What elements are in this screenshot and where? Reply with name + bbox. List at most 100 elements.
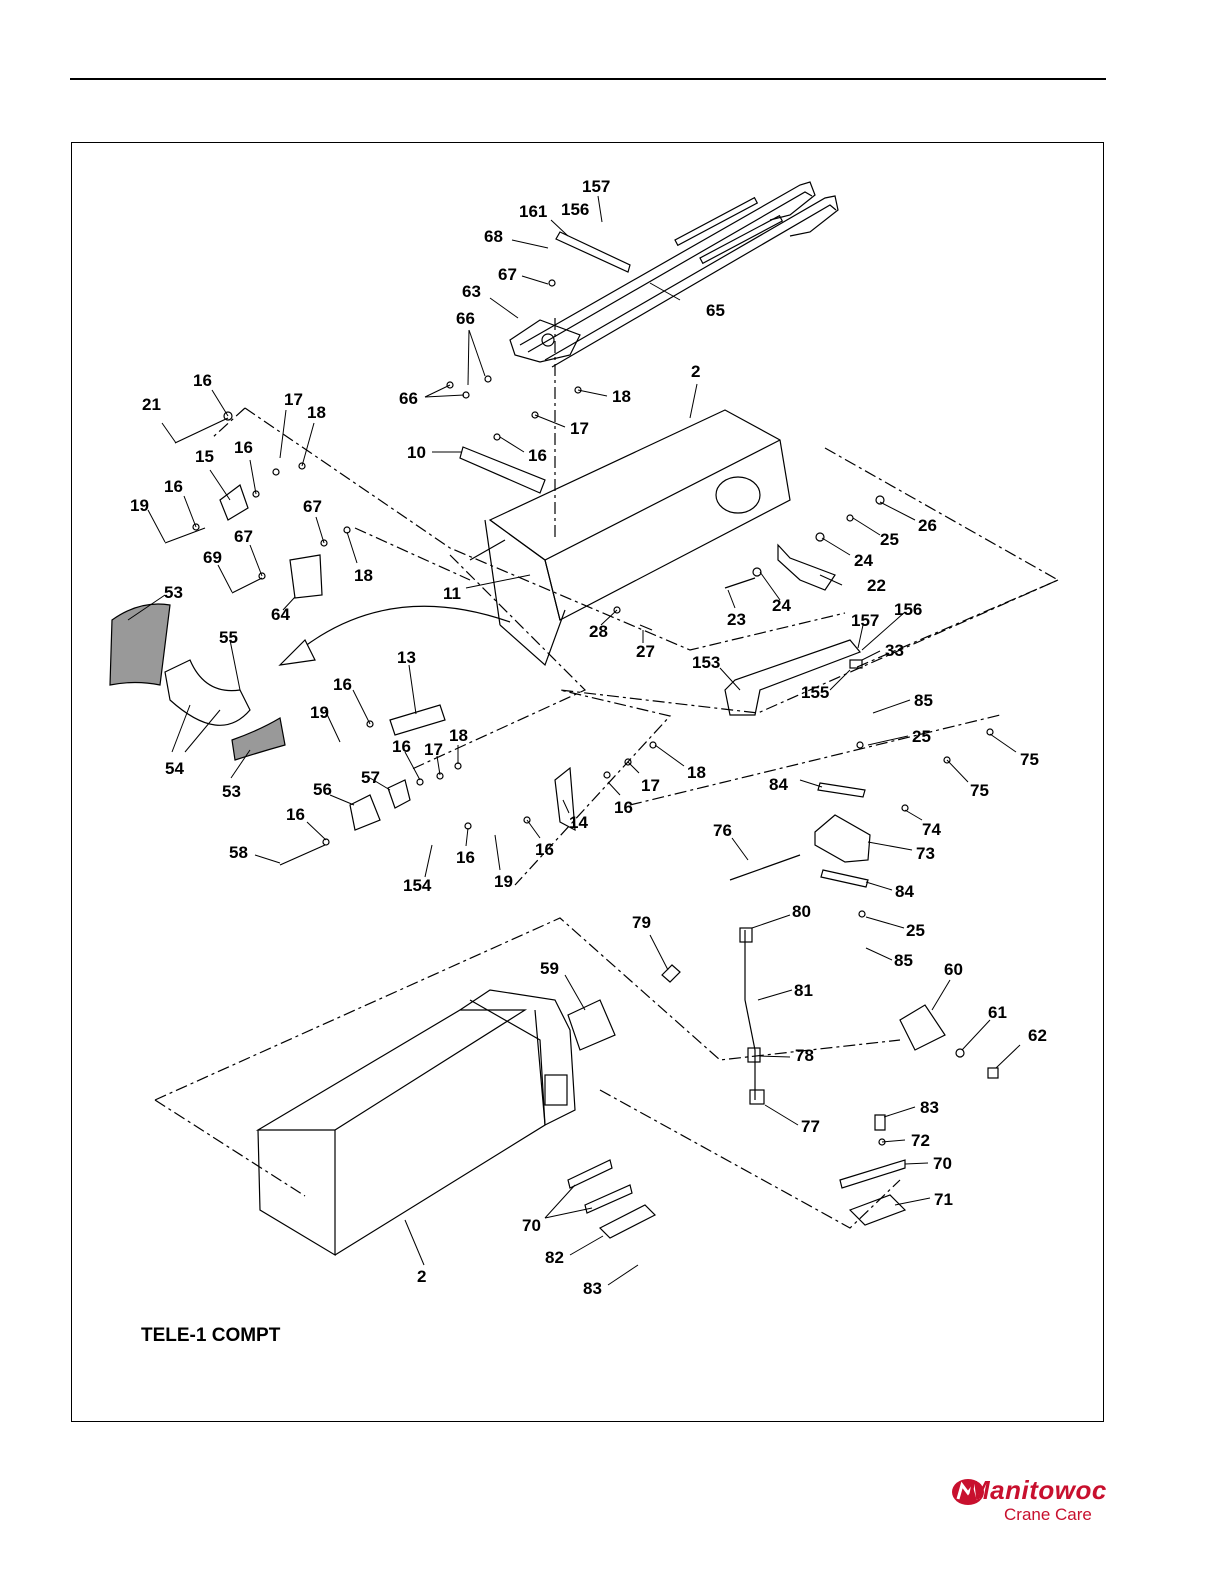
callout-17: 17 (570, 419, 589, 438)
callout-2: 2 (417, 1267, 426, 1286)
callout-85: 85 (894, 951, 913, 970)
callout-25: 25 (880, 530, 899, 549)
guide-lines (154, 318, 1060, 1229)
callout-75: 75 (1020, 750, 1039, 769)
callout-67: 67 (498, 265, 517, 284)
callout-18: 18 (307, 403, 326, 422)
callout-153: 153 (692, 653, 720, 672)
direction-arrow (299, 605, 511, 651)
logo-brand: Manitowoc (968, 1475, 1107, 1505)
manitowoc-logo: Manitowoc Crane Care (950, 1473, 1110, 1533)
callout-18: 18 (687, 763, 706, 782)
callout-2: 2 (691, 362, 700, 381)
callout-68: 68 (484, 227, 503, 246)
tube-59 (567, 999, 616, 1051)
shim-84-upper (817, 782, 866, 798)
callout-69: 69 (203, 548, 222, 567)
callout-14: 14 (569, 813, 588, 832)
callout-66: 66 (456, 309, 475, 328)
wire-ropes (519, 181, 839, 368)
callout-57: 57 (361, 768, 380, 787)
callout-155: 155 (801, 683, 829, 702)
callout-84: 84 (895, 882, 914, 901)
callout-24: 24 (854, 551, 873, 570)
boom-section-upper (469, 409, 791, 667)
callout-67: 67 (303, 497, 322, 516)
callout-25: 25 (912, 727, 931, 746)
callout-55: 55 (219, 628, 238, 647)
callout-54: 54 (165, 759, 184, 778)
anchor-plate (509, 319, 581, 363)
callout-61: 61 (988, 1003, 1007, 1022)
callout-17: 17 (424, 740, 443, 759)
callout-157: 157 (851, 611, 879, 630)
callout-19: 19 (130, 496, 149, 515)
callout-11: 11 (443, 584, 461, 603)
callout-53: 53 (164, 583, 183, 602)
callout-18: 18 (449, 726, 468, 745)
bracket-22 (777, 543, 836, 591)
block-57 (387, 779, 411, 809)
plate-60 (899, 1004, 946, 1051)
callout-16: 16 (614, 798, 633, 817)
block-73 (814, 814, 871, 863)
boom-section-lower (255, 989, 576, 1257)
callout-16: 16 (535, 840, 554, 859)
callout-16: 16 (286, 805, 305, 824)
pad-82 (598, 1204, 657, 1239)
callout-157: 157 (582, 177, 610, 196)
callout-60: 60 (944, 960, 963, 979)
plate-64 (289, 554, 323, 599)
callout-64: 64 (271, 605, 290, 624)
callout-10: 10 (407, 443, 426, 462)
callout-82: 82 (545, 1248, 564, 1267)
manitowoc-logo-icon (952, 1479, 984, 1505)
washers (192, 279, 994, 1146)
callout-70: 70 (933, 1154, 952, 1173)
callout-33: 33 (885, 641, 904, 660)
callout-56: 56 (313, 780, 332, 799)
callout-161: 161 (519, 202, 547, 221)
callout-16: 16 (528, 446, 547, 465)
callout-71: 71 (934, 1190, 953, 1209)
callout-63: 63 (462, 282, 481, 301)
callout-154: 154 (403, 876, 432, 895)
callout-23: 23 (727, 610, 746, 629)
callout-62: 62 (1028, 1026, 1047, 1045)
callout-16: 16 (164, 477, 183, 496)
callout-85: 85 (914, 691, 933, 710)
shim-70-left-b (584, 1184, 633, 1214)
callout-84: 84 (769, 775, 788, 794)
plate-15 (219, 484, 249, 521)
callout-15: 15 (195, 447, 214, 466)
callout-24: 24 (772, 596, 791, 615)
callout-27: 27 (636, 642, 655, 661)
callout-76: 76 (713, 821, 732, 840)
callout-58: 58 (229, 843, 248, 862)
callout-77: 77 (801, 1117, 820, 1136)
shim-70-left-a (567, 1159, 613, 1189)
callout-59: 59 (540, 959, 559, 978)
callout-81: 81 (794, 981, 813, 1000)
callout-28: 28 (589, 622, 608, 641)
callout-17: 17 (284, 390, 303, 409)
figure-frame (71, 142, 1104, 1422)
wear-pad-53-lower (231, 717, 286, 761)
callout-16: 16 (392, 737, 411, 756)
strap-plate (555, 231, 631, 273)
callout-78: 78 (795, 1046, 814, 1065)
callout-66: 66 (399, 389, 418, 408)
bracket-14 (554, 766, 576, 832)
callout-67: 67 (234, 527, 253, 546)
callout-18: 18 (354, 566, 373, 585)
figure-caption: TELE-1 COMPT (141, 1325, 281, 1346)
callout-17: 17 (641, 776, 660, 795)
callout-75: 75 (970, 781, 989, 800)
callout-74: 74 (922, 820, 941, 839)
callout-156: 156 (561, 200, 589, 219)
callout-25: 25 (906, 921, 925, 940)
callout-26: 26 (918, 516, 937, 535)
callout-80: 80 (792, 902, 811, 921)
callout-65: 65 (706, 301, 725, 320)
